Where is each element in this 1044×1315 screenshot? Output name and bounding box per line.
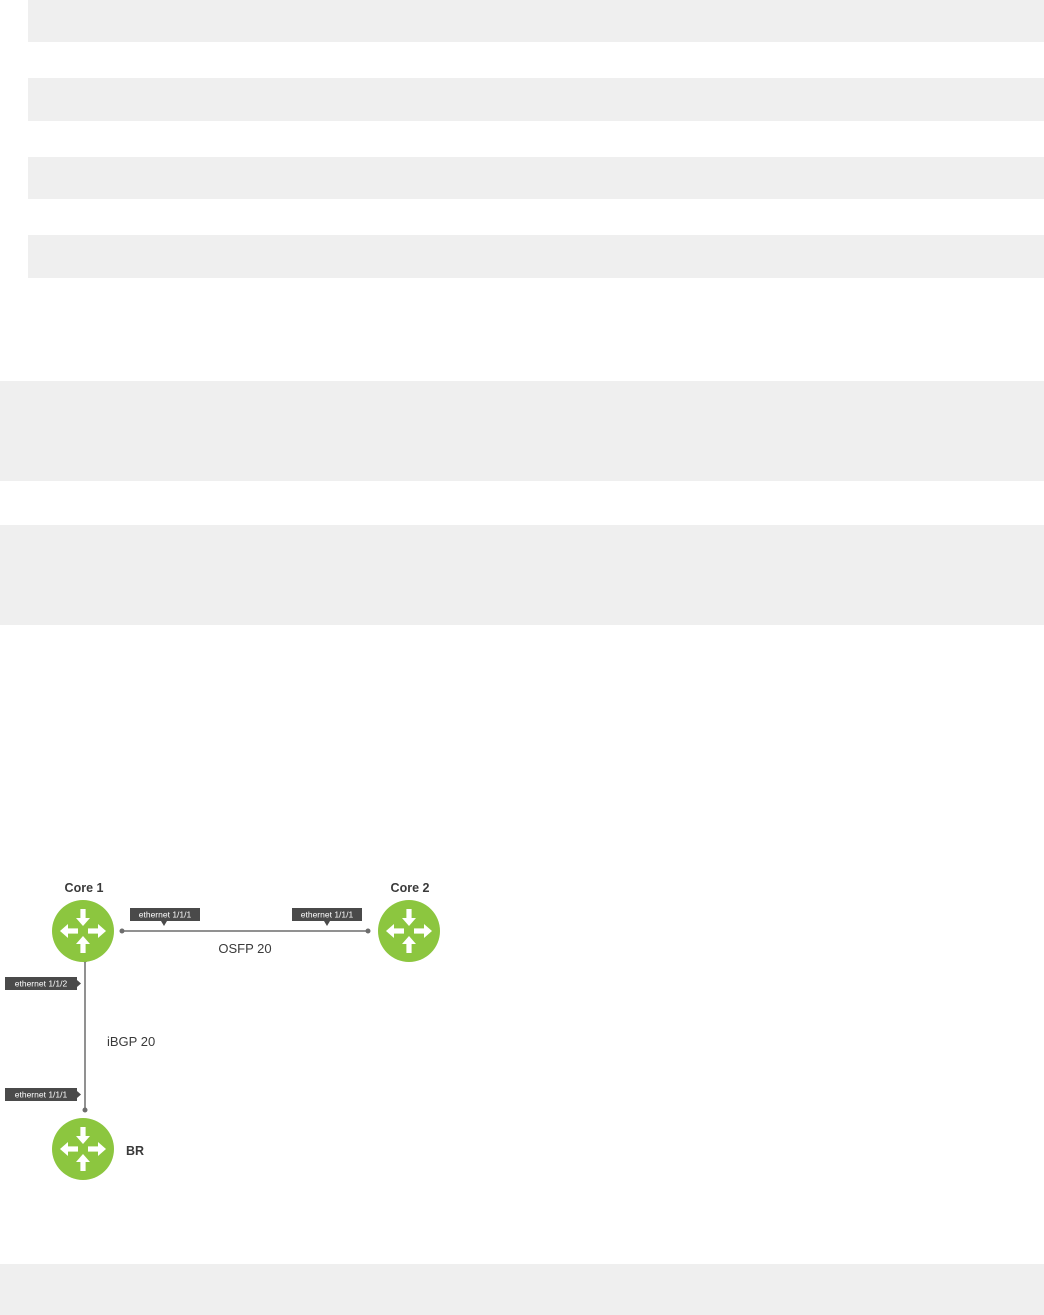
code-block-6 xyxy=(0,525,1044,625)
port-label: ethernet 1/1/2 xyxy=(15,979,68,989)
router-core1 xyxy=(52,900,114,962)
link-label-ibgp: iBGP 20 xyxy=(107,1034,155,1049)
port-tag-core1-south: ethernet 1/1/2 xyxy=(5,977,81,990)
port-tag-core1-east: ethernet 1/1/1 xyxy=(130,908,200,926)
router-icon xyxy=(52,900,114,962)
port-label: ethernet 1/1/1 xyxy=(139,910,192,920)
port-label: ethernet 1/1/1 xyxy=(15,1090,68,1100)
network-topology-diagram: Core 1 Core 2 BR OSFP 20 iBGP 20 etherne… xyxy=(5,881,440,1180)
node-label-br: BR xyxy=(126,1144,144,1158)
code-block-2 xyxy=(28,78,1044,121)
node-label-core2: Core 2 xyxy=(391,881,430,895)
code-block-3 xyxy=(28,157,1044,199)
router-core2 xyxy=(378,900,440,962)
link-endpoint-dot xyxy=(365,928,371,934)
code-block-7 xyxy=(0,1264,1044,1315)
link-label-ospf: OSFP 20 xyxy=(218,941,271,956)
node-label-core1: Core 1 xyxy=(65,881,104,895)
port-tag-br-north: ethernet 1/1/1 xyxy=(5,1088,81,1101)
code-block-4 xyxy=(28,235,1044,278)
code-block-5 xyxy=(0,381,1044,481)
link-endpoint-dot xyxy=(119,928,125,934)
port-tag-core2-west: ethernet 1/1/1 xyxy=(292,908,362,926)
router-icon xyxy=(378,900,440,962)
router-icon xyxy=(52,1118,114,1180)
router-br xyxy=(52,1118,114,1180)
port-label: ethernet 1/1/1 xyxy=(301,910,354,920)
code-block-1 xyxy=(28,0,1044,42)
link-endpoint-dot xyxy=(82,1107,88,1113)
